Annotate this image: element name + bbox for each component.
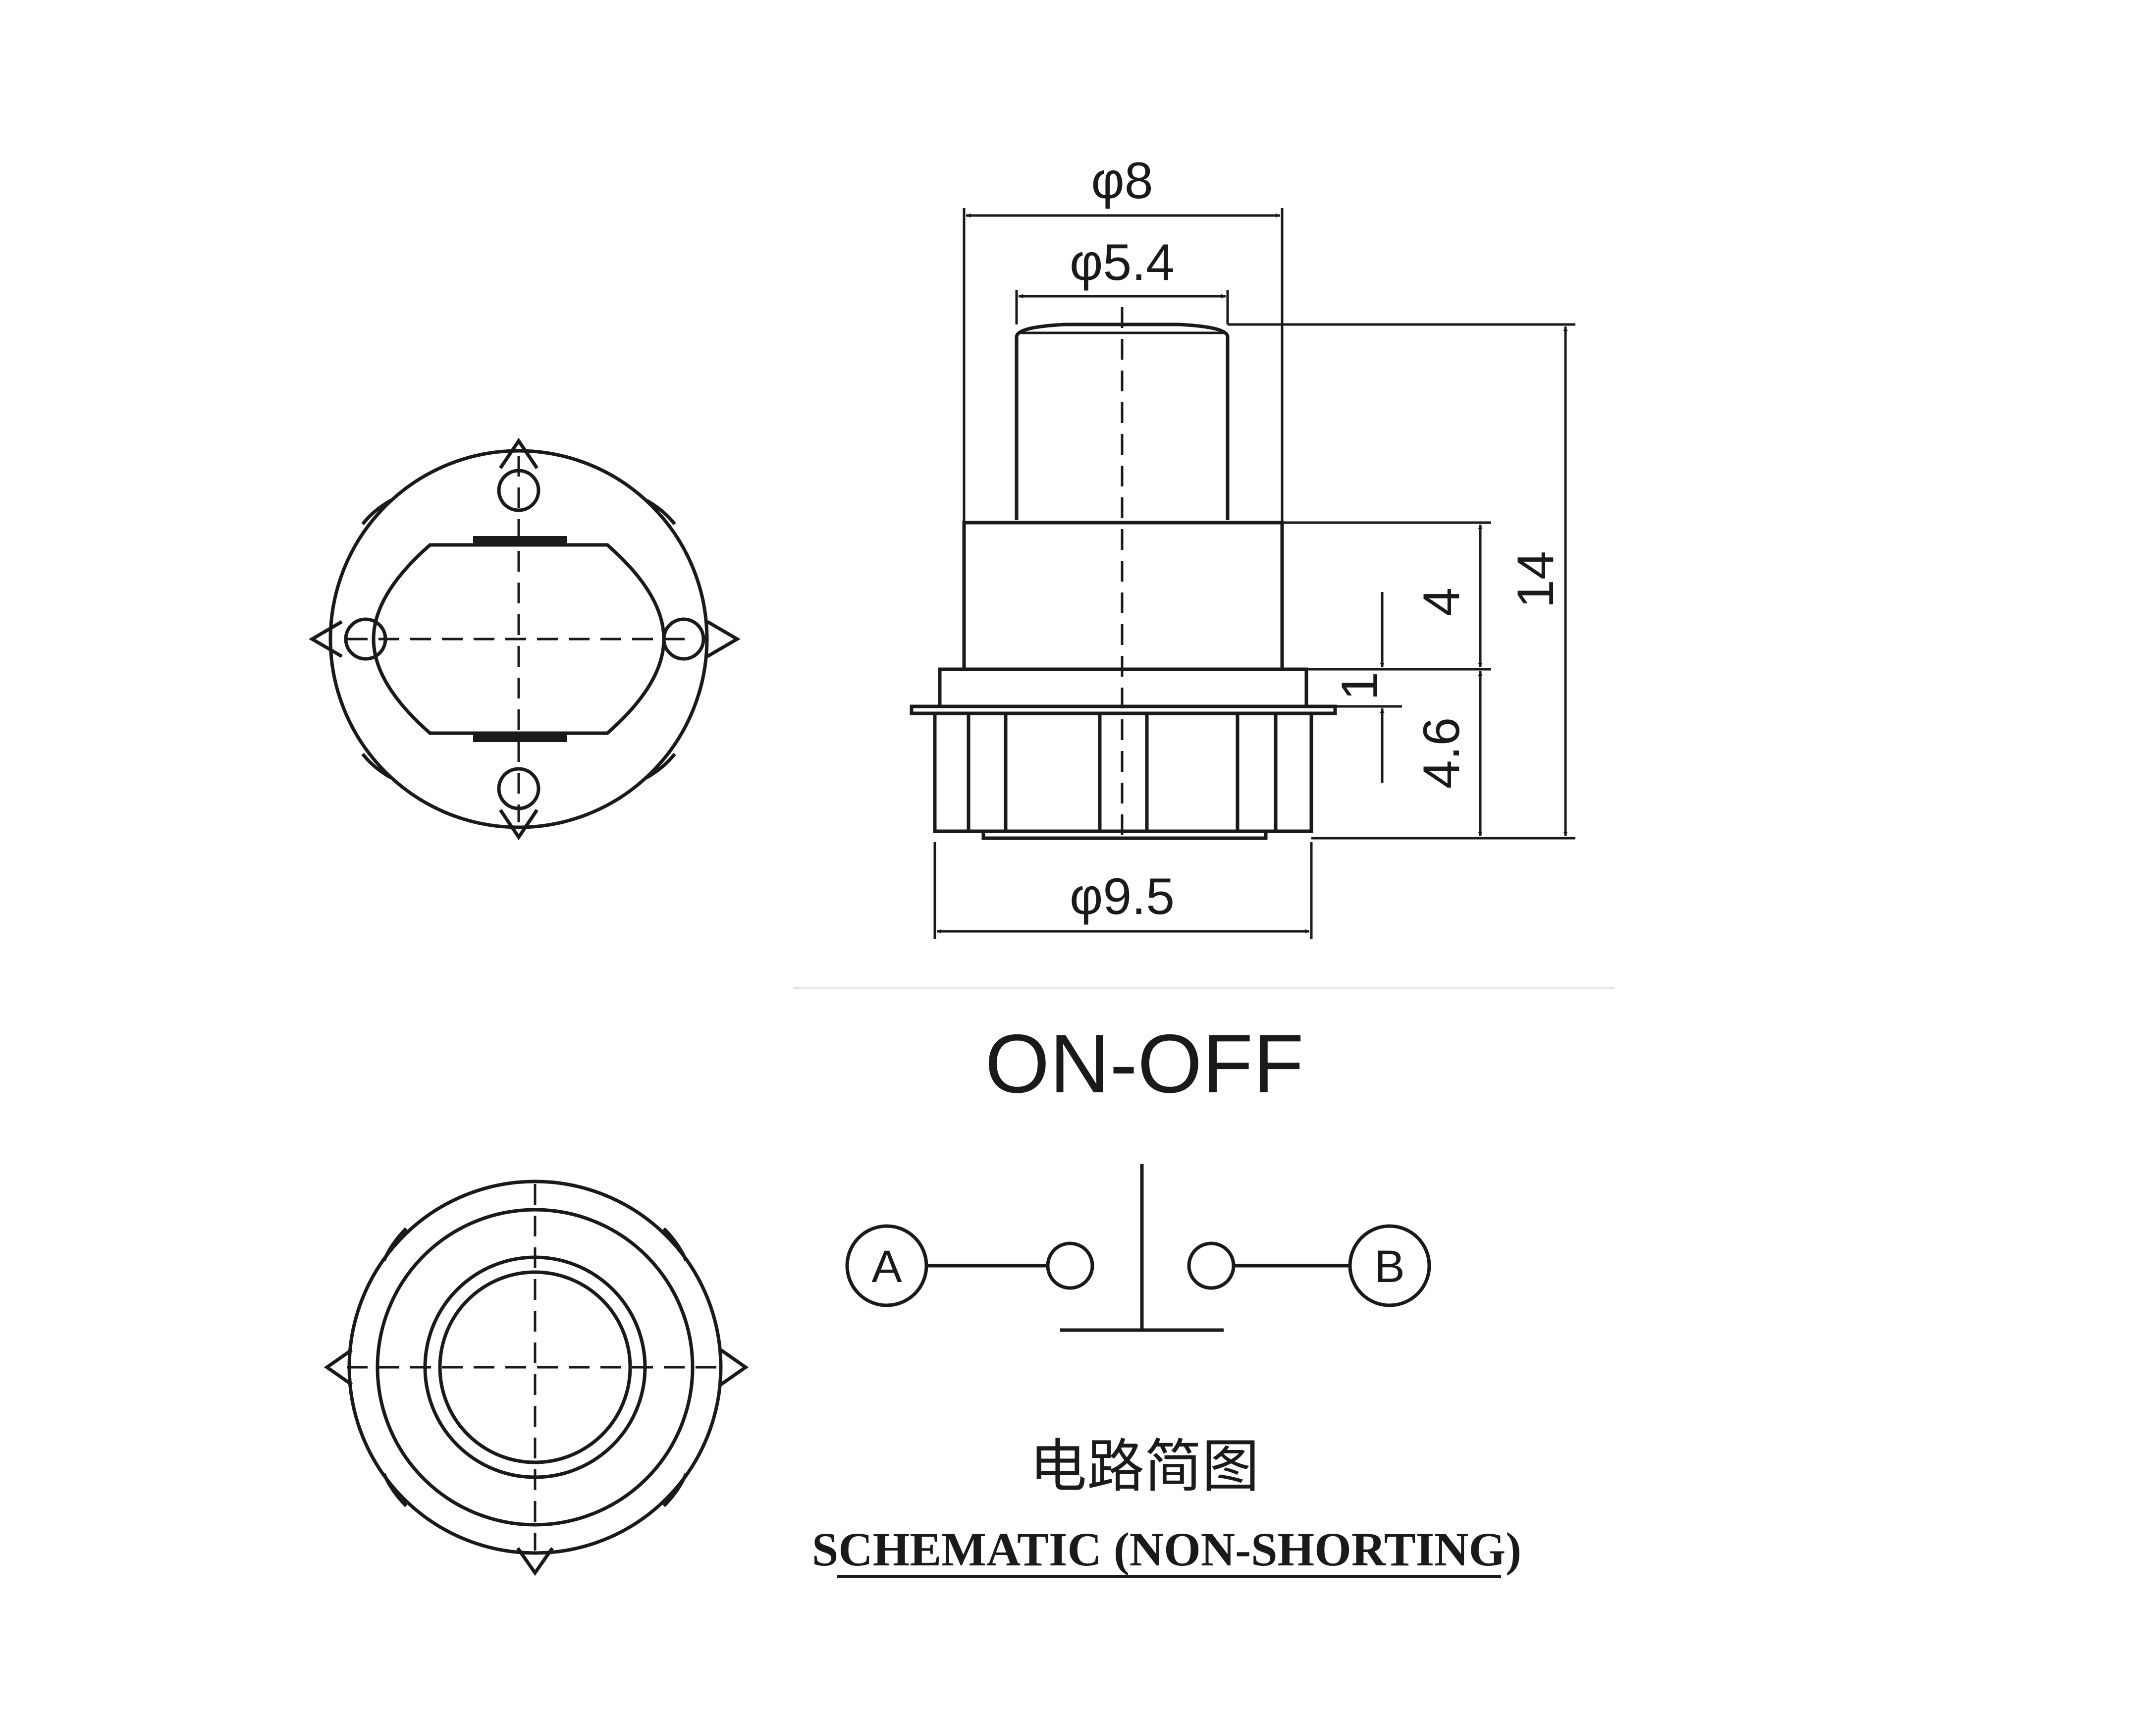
bottom-view bbox=[323, 1180, 749, 1576]
dimension-labels: φ8 φ5.4 φ9.5 14 4 1 4.6 bbox=[1070, 152, 1564, 925]
schematic-label-cn: 电路简图 bbox=[1029, 1433, 1259, 1500]
dim-outer-diameter: φ8 bbox=[1091, 152, 1153, 210]
dim-flange-height: 1 bbox=[1331, 672, 1389, 700]
dim-lower-height: 4.6 bbox=[1413, 717, 1470, 789]
top-view bbox=[309, 437, 741, 841]
schematic-label-en: SCHEMATIC (NON-SHORTING) bbox=[812, 1523, 1521, 1576]
terminal-a-label: A bbox=[871, 1241, 902, 1292]
switch-type-title: ON-OFF bbox=[985, 1017, 1304, 1110]
dim-upper-height: 4 bbox=[1413, 588, 1470, 616]
side-view bbox=[910, 307, 1337, 842]
dim-total-height: 14 bbox=[1507, 551, 1564, 608]
schematic: A B bbox=[845, 1164, 1431, 1332]
dimension-lines bbox=[793, 208, 1615, 989]
dim-base-diameter: φ9.5 bbox=[1070, 868, 1175, 925]
dim-cap-diameter: φ5.4 bbox=[1070, 234, 1175, 291]
terminal-b-label: B bbox=[1374, 1241, 1404, 1292]
